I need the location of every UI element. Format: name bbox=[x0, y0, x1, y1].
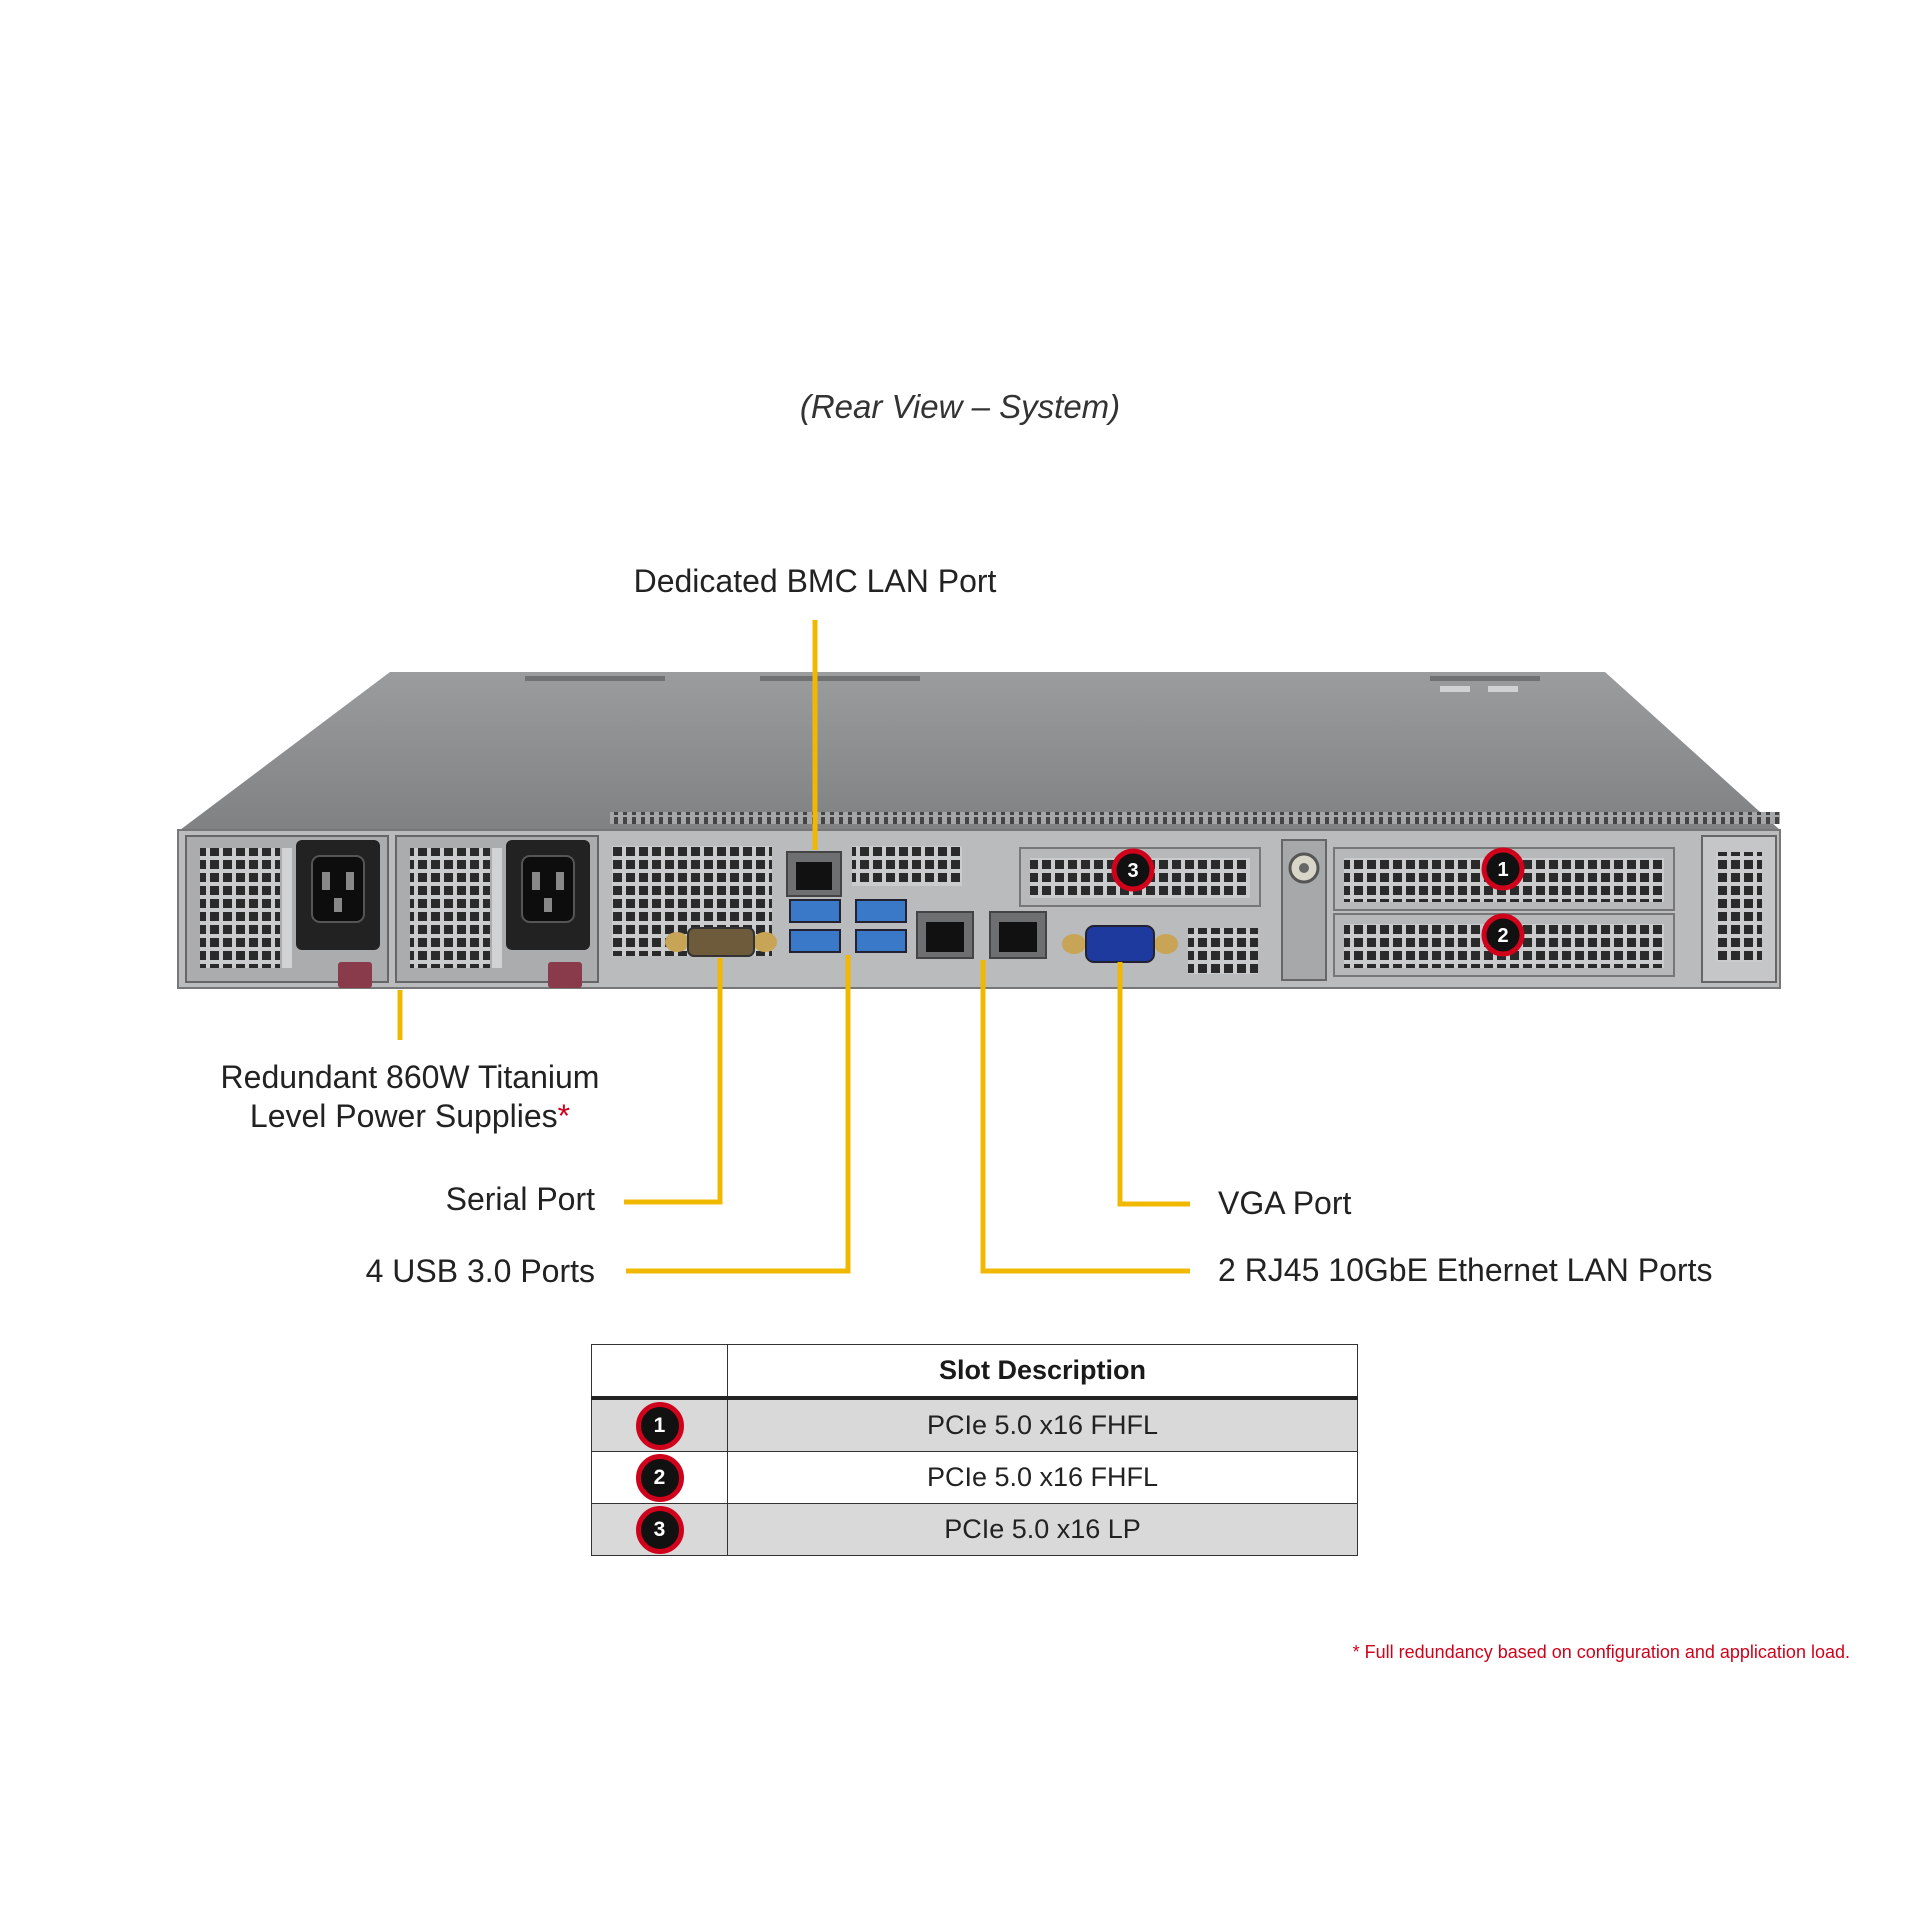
table-row: 1 PCIe 5.0 x16 FHFL bbox=[591, 1397, 1358, 1452]
leader-line-lan bbox=[980, 960, 1190, 1274]
svg-text:1: 1 bbox=[1497, 859, 1508, 881]
table-cell-num: 2 bbox=[591, 1451, 728, 1504]
table-cell-desc: PCIe 5.0 x16 FHFL bbox=[727, 1397, 1358, 1452]
chassis-top bbox=[180, 672, 1780, 830]
usb-ports-icon bbox=[789, 899, 907, 953]
callout-psu-line-2-text: Level Power Supplies bbox=[249, 1098, 558, 1134]
table-cell-desc: PCIe 5.0 x16 FHFL bbox=[727, 1451, 1358, 1504]
slot-badge-1: 1 bbox=[1481, 847, 1525, 891]
figure-caption: (Rear View – System) bbox=[799, 388, 1121, 425]
slot-number-badge: 1 bbox=[635, 1401, 684, 1450]
io-vent-right bbox=[1188, 928, 1258, 974]
leader-line-serial bbox=[624, 958, 723, 1205]
callout-bmc-lan-port: Dedicated BMC LAN Port bbox=[633, 563, 997, 599]
callout-power-supplies: Redundant 860W Titanium Level Power Supp… bbox=[160, 1058, 660, 1136]
power-supply-1 bbox=[185, 835, 389, 988]
table-cell-desc: PCIe 5.0 x16 LP bbox=[727, 1503, 1358, 1556]
table-header-description: Slot Description bbox=[727, 1344, 1358, 1400]
table-cell-num: 3 bbox=[591, 1503, 728, 1556]
slot-badge-2: 2 bbox=[1481, 913, 1525, 957]
slot-number-badge: 3 bbox=[635, 1505, 684, 1554]
footnote: * Full redundancy based on configuration… bbox=[1352, 1642, 1850, 1662]
chassis-right-vent bbox=[1701, 835, 1777, 983]
callout-lan-ports: 2 RJ45 10GbE Ethernet LAN Ports bbox=[1218, 1252, 1713, 1288]
vga-port-icon bbox=[1062, 925, 1178, 963]
leader-line-vga bbox=[1117, 962, 1190, 1207]
callout-vga-port: VGA Port bbox=[1218, 1185, 1352, 1221]
table-row: 3 PCIe 5.0 x16 LP bbox=[591, 1503, 1358, 1556]
callout-usb-ports: 4 USB 3.0 Ports bbox=[365, 1253, 595, 1289]
bmc-lan-port-icon bbox=[786, 851, 842, 897]
psu-footnote-asterisk: * bbox=[557, 1098, 571, 1134]
lan-10gbe-ports-icon bbox=[916, 911, 1047, 959]
slot-badge-3: 3 bbox=[1111, 848, 1155, 892]
power-supply-2 bbox=[395, 835, 599, 988]
table-cell-num: 1 bbox=[591, 1397, 728, 1452]
svg-text:3: 3 bbox=[1127, 860, 1138, 882]
callout-serial-port: Serial Port bbox=[445, 1181, 595, 1217]
serial-port-icon bbox=[665, 927, 777, 957]
slot-number-badge: 2 bbox=[635, 1453, 684, 1502]
slot-description-table: Slot Description 1 PCIe 5.0 x16 FHFL 2 P… bbox=[591, 1344, 1358, 1556]
svg-text:2: 2 bbox=[1497, 925, 1508, 947]
io-vent-mid bbox=[852, 846, 962, 886]
table-row: 2 PCIe 5.0 x16 FHFL bbox=[591, 1451, 1358, 1504]
leader-line-usb bbox=[626, 955, 851, 1274]
pcie-slot-3 bbox=[1019, 847, 1261, 907]
callout-psu-line-1: Redundant 860W Titanium bbox=[220, 1059, 600, 1095]
riser-bracket bbox=[1281, 839, 1327, 981]
table-header-num bbox=[591, 1344, 728, 1400]
table-header-row: Slot Description bbox=[591, 1344, 1358, 1400]
callout-psu-line-2: Level Power Supplies* bbox=[160, 1097, 660, 1136]
